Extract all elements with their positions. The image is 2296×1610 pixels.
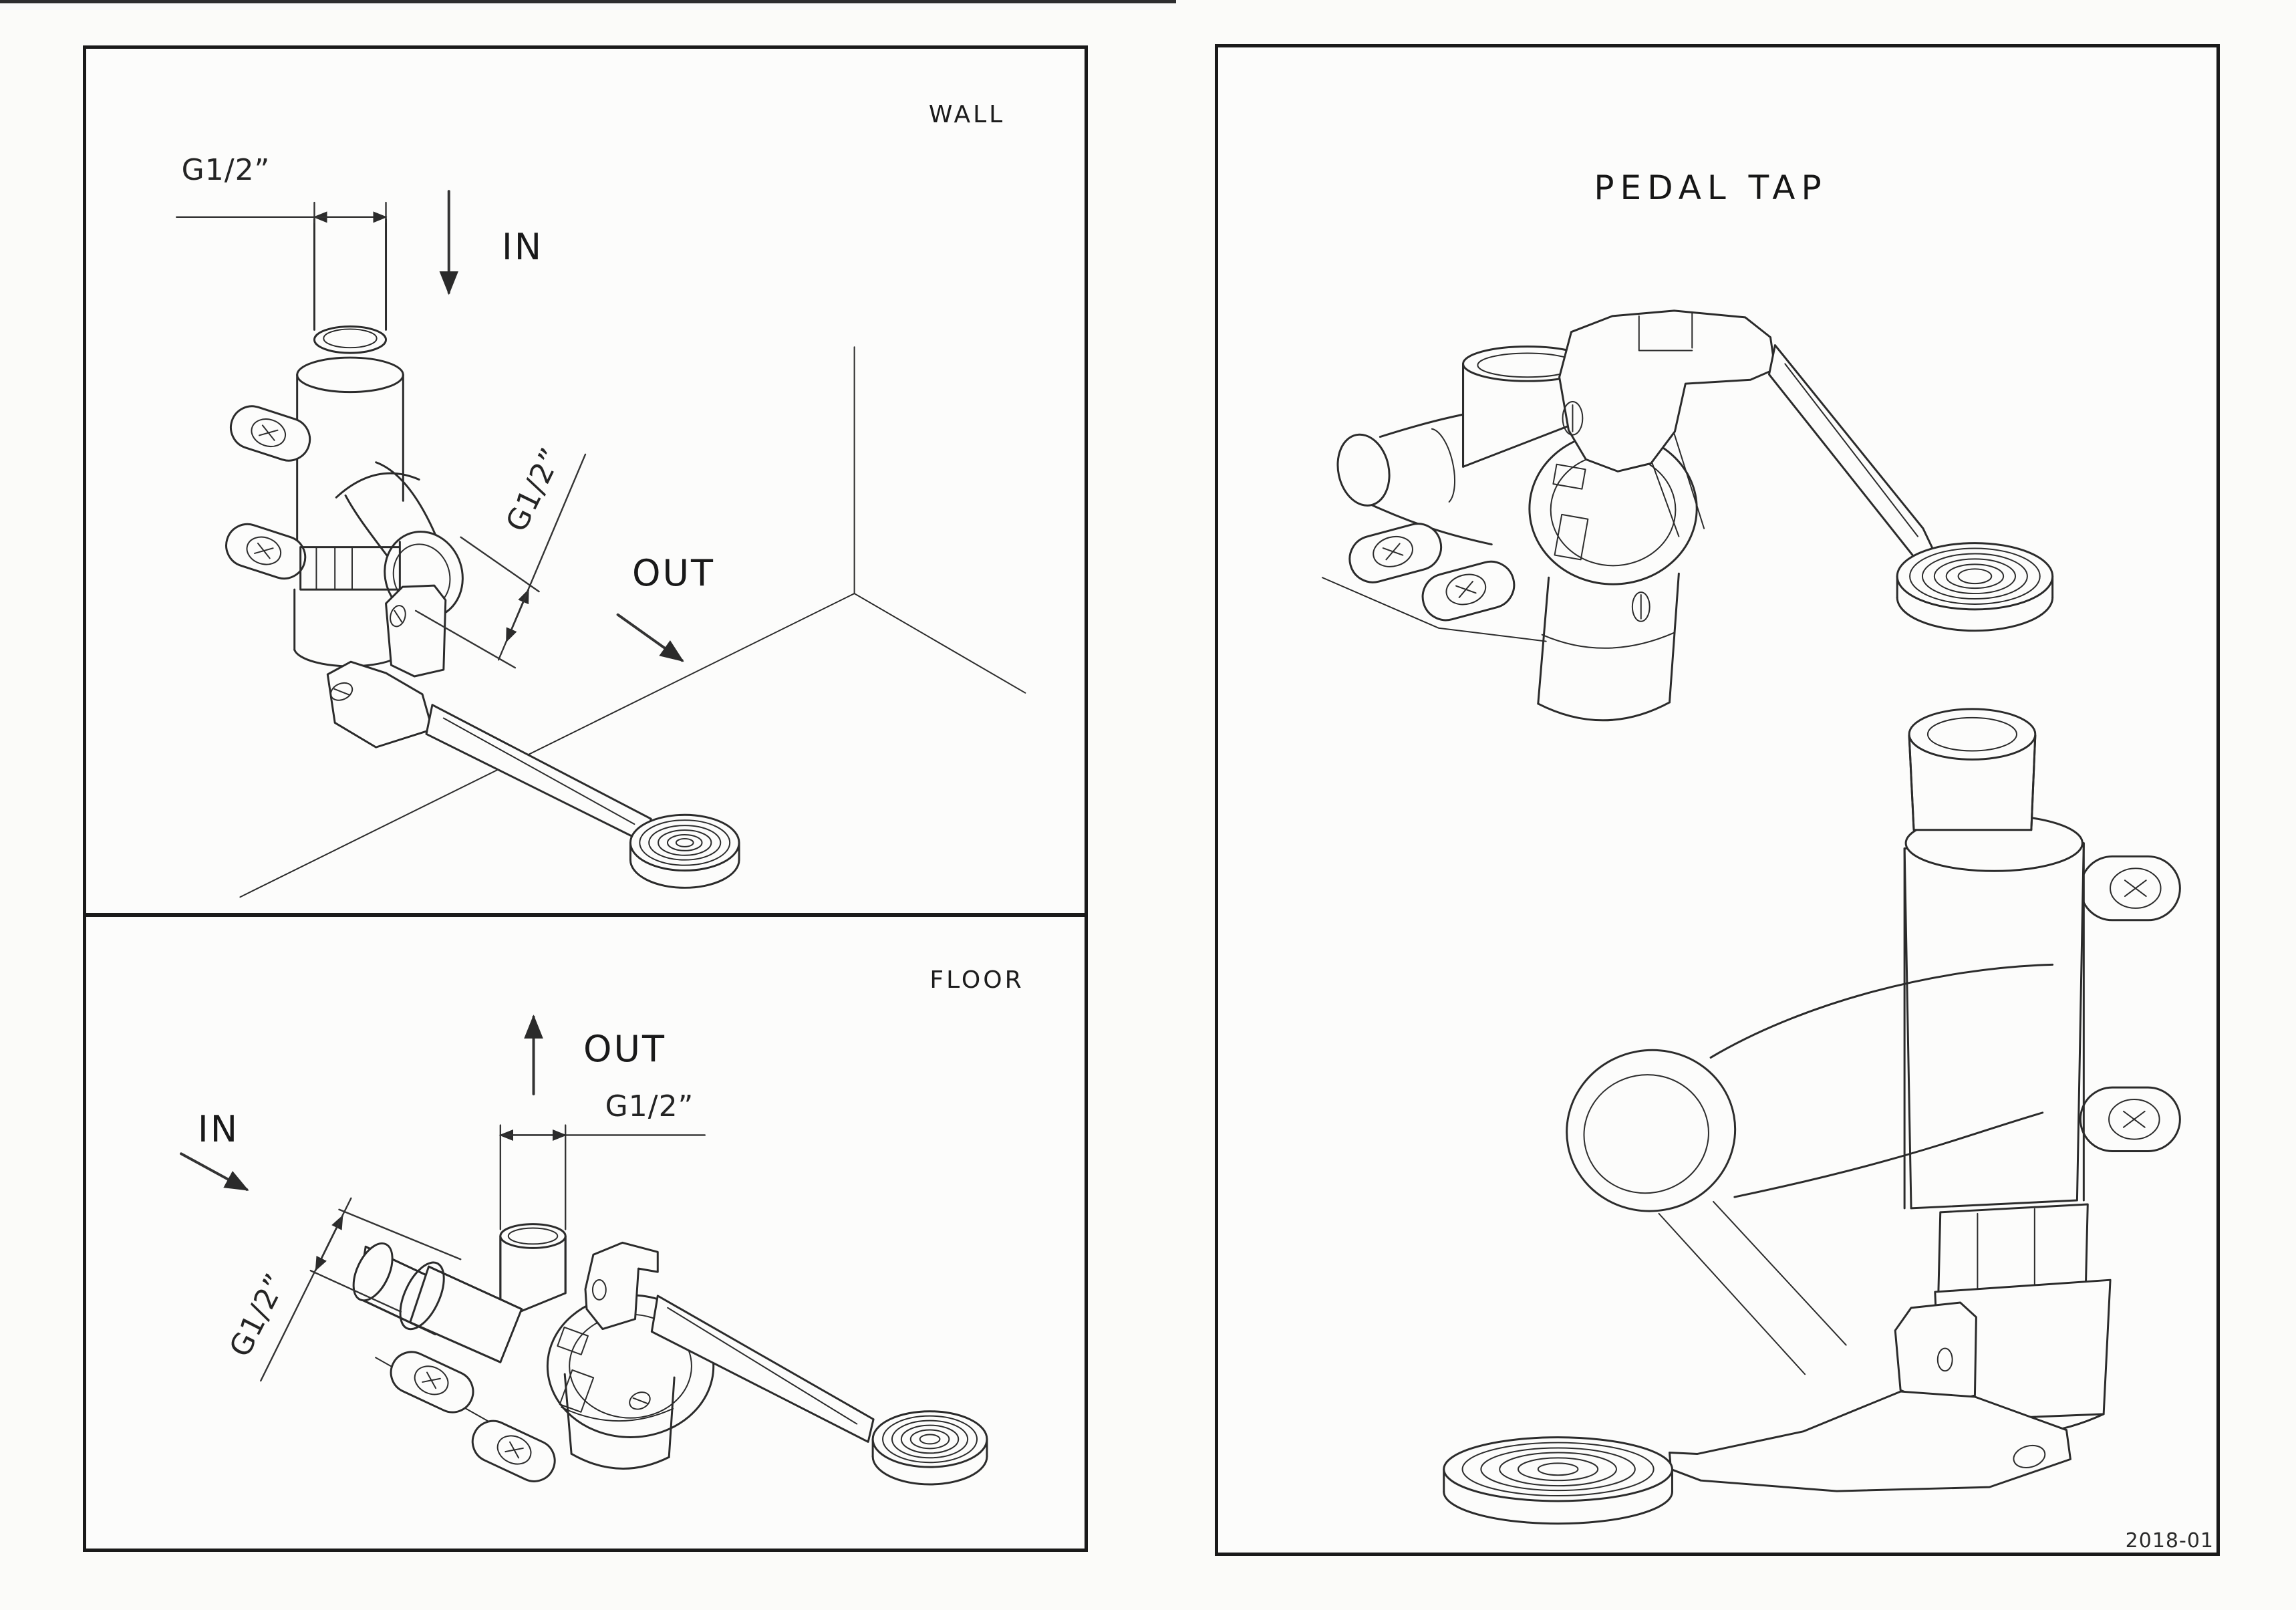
pedal-tap-panel: PEDAL TAP 2018-01 — [1215, 44, 2220, 1556]
floor-pedal-assembly — [584, 1241, 988, 1486]
floor-inlet-pipe — [352, 1242, 523, 1363]
floor-dim-inlet — [260, 1197, 462, 1382]
wall-pedal-disc — [629, 813, 740, 889]
wall-panel-label: WALL — [928, 101, 1006, 128]
wall-installation-panel: WALL G1/2” IN G1/2” OUT — [83, 45, 1088, 917]
wall-in-label: IN — [501, 226, 544, 268]
wall-lug-lower — [225, 523, 307, 580]
floor-outlet-dim-label: G1/2” — [605, 1089, 694, 1123]
floor-pedal-disc — [871, 1410, 988, 1486]
wall-pedal-arm — [425, 704, 652, 844]
vertical-view-lugs — [2079, 855, 2181, 1152]
wall-pedal-assembly — [326, 584, 740, 889]
floor-feet — [375, 1351, 556, 1482]
pedal-tap-horizontal-view — [1321, 309, 2054, 722]
wall-inlet-pipe — [313, 218, 388, 354]
floor-dim-outlet — [498, 1124, 706, 1230]
wall-lug-upper — [230, 405, 311, 462]
floor-in-label: IN — [197, 1108, 240, 1150]
wall-dim-outlet — [414, 453, 587, 669]
floor-in-arrow — [180, 1152, 249, 1191]
wall-out-arrow — [616, 613, 684, 662]
floor-panel-label: FLOOR — [929, 966, 1024, 994]
wall-out-label: OUT — [631, 552, 716, 594]
scan-edge-artifact — [0, 0, 1176, 3]
page-title: PEDAL TAP — [1594, 168, 1828, 207]
floor-tap-body — [352, 1223, 988, 1486]
floor-drawing — [180, 1015, 988, 1486]
horizontal-view-pedal-disc — [1896, 542, 2054, 632]
vertical-view-pedal-disc — [1443, 1436, 1673, 1525]
wall-inlet-dim-label: G1/2” — [181, 153, 271, 187]
wall-corner-lines — [239, 346, 1026, 898]
document-number: 2018-01 — [2125, 1529, 2214, 1553]
wall-drawing — [176, 190, 1026, 898]
pedal-tap-views — [1321, 309, 2181, 1525]
pedal-tap-vertical-view — [1443, 708, 2181, 1525]
floor-out-label: OUT — [583, 1028, 667, 1070]
floor-installation-panel: FLOOR OUT G1/2” IN G1/2” — [83, 917, 1088, 1552]
wall-dim-inlet — [176, 201, 388, 223]
